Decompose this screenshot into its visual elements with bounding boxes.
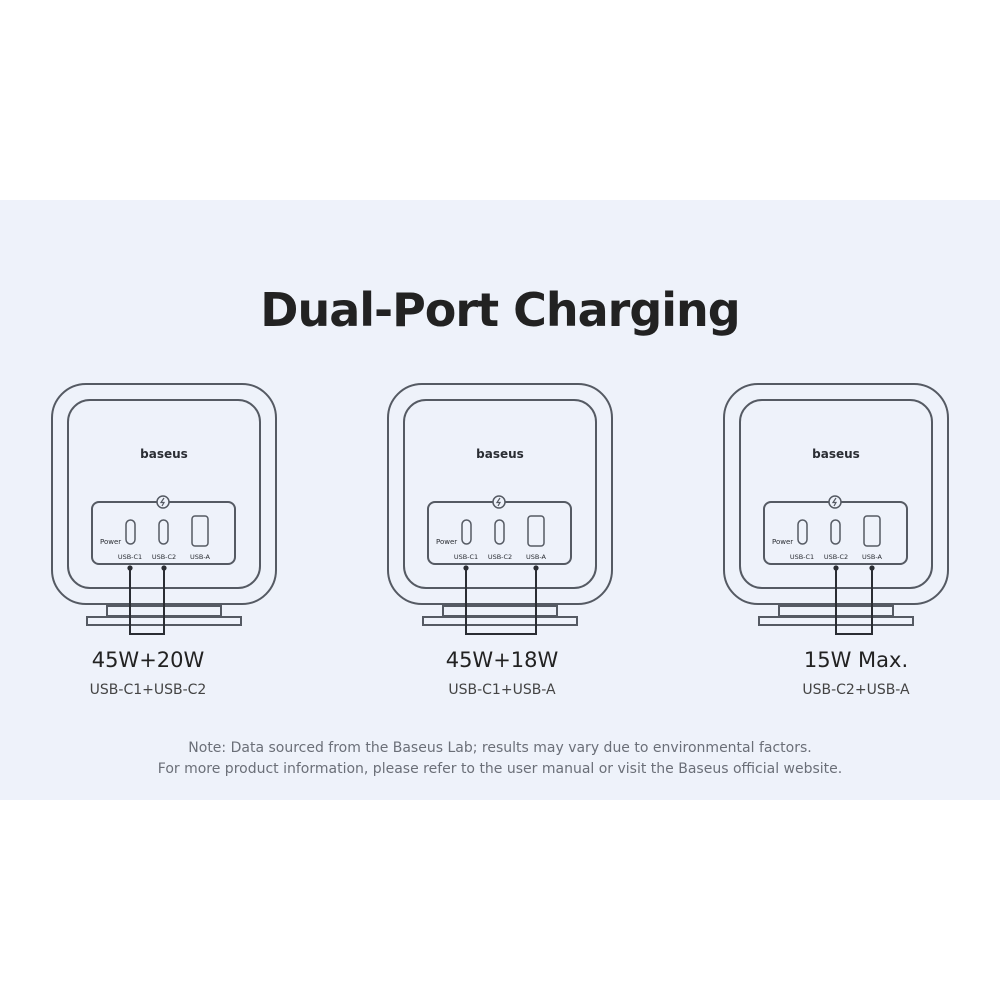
ports-used-2: USB-C1+USB-A <box>448 682 556 698</box>
power-label: Power <box>100 538 121 546</box>
usb-a-port-icon <box>191 515 209 547</box>
port-label-usb-c1: USB-C1 <box>454 553 478 561</box>
usb-c-port-icon <box>461 519 472 545</box>
usb-c-port-icon <box>494 519 505 545</box>
port-label-usb-c1: USB-C1 <box>118 553 142 561</box>
connection-line <box>835 568 873 635</box>
usb-c-port-icon <box>797 519 808 545</box>
power-label: Power <box>436 538 457 546</box>
port-label-usb-c2: USB-C2 <box>152 553 176 561</box>
connection-line <box>465 568 537 635</box>
port-label-usb-c1: USB-C1 <box>790 553 814 561</box>
usb-c-port-icon <box>158 519 169 545</box>
brand-logo: baseus <box>812 447 860 461</box>
power-label: Power <box>772 538 793 546</box>
port-label-usb-a: USB-A <box>526 553 547 561</box>
port-label-usb-a: USB-A <box>190 553 211 561</box>
wattage-2: 45W+18W <box>445 648 559 672</box>
connection-line <box>129 568 165 635</box>
charger-device-icon: baseus Power USB-C1 USB-C2 USB-A <box>723 383 949 635</box>
note-line-1: Note: Data sourced from the Baseus Lab; … <box>188 740 812 756</box>
charger-device-3: baseus Power USB-C1 USB-C2 USB-A <box>717 0 957 1000</box>
usb-c-port-icon <box>125 519 136 545</box>
port-label-usb-a: USB-A <box>862 553 883 561</box>
ports-used-3: USB-C2+USB-A <box>802 682 910 698</box>
wattage-1: 45W+20W <box>91 648 205 672</box>
usb-a-port-icon <box>527 515 545 547</box>
port-label-usb-c2: USB-C2 <box>824 553 848 561</box>
usb-c-port-icon <box>830 519 841 545</box>
page-title: Dual-Port Charging <box>260 283 740 337</box>
charger-device-2: baseus Power USB-C1 USB-C2 USB-A <box>381 0 621 1000</box>
wattage-3: 15W Max. <box>803 648 909 672</box>
brand-logo: baseus <box>476 447 524 461</box>
charger-device-icon: baseus Power USB-C1 USB-C2 USB-A <box>387 383 613 635</box>
usb-a-port-icon <box>863 515 881 547</box>
port-label-usb-c2: USB-C2 <box>488 553 512 561</box>
ports-used-1: USB-C1+USB-C2 <box>89 682 207 698</box>
charger-device-1: baseus Power USB-C1 USB-C2 USB-A <box>45 0 285 1000</box>
note-line-2: For more product information, please ref… <box>157 761 843 777</box>
brand-logo: baseus <box>140 447 188 461</box>
charger-device-icon: baseus Power USB-C1 USB-C2 USB-A <box>51 383 277 635</box>
